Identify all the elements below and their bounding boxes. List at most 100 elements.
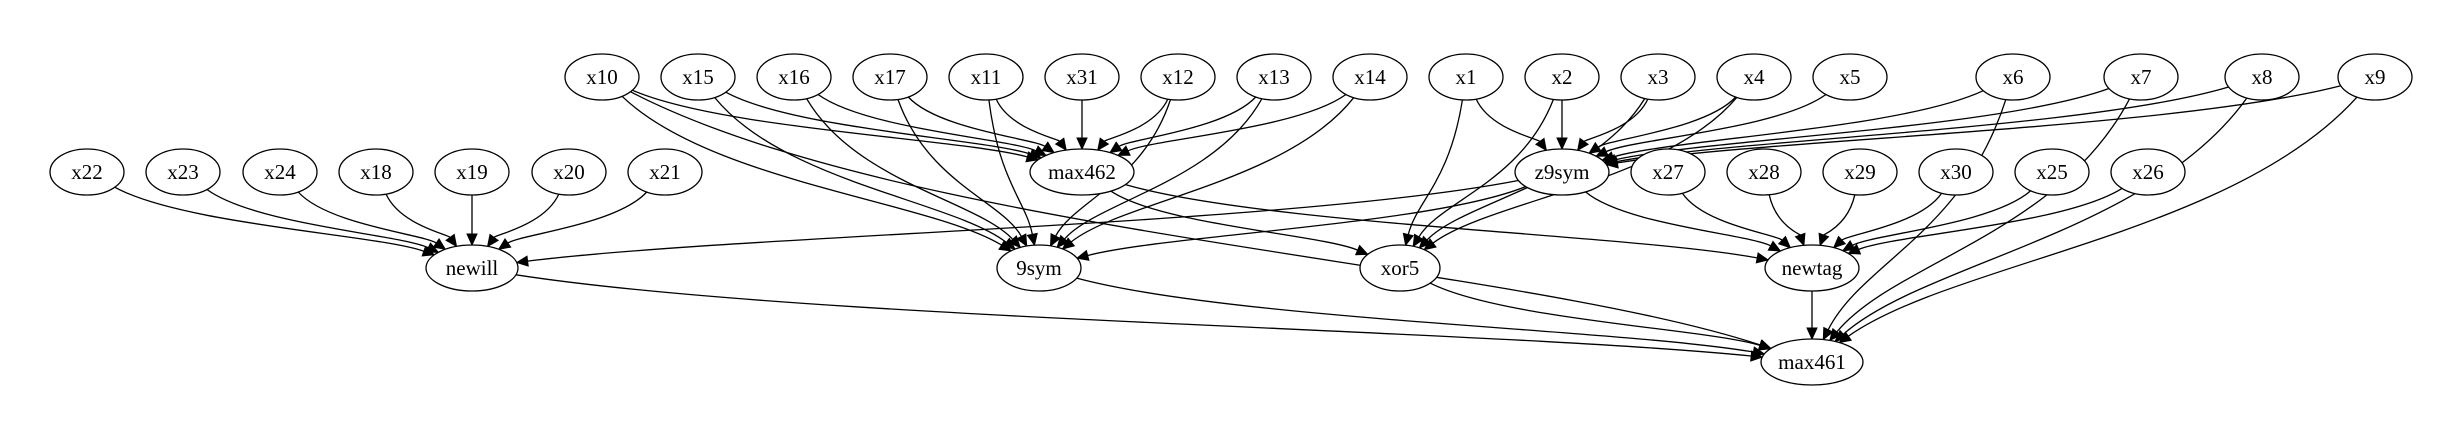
arrowhead [466, 233, 478, 247]
arrowhead [1423, 238, 1437, 251]
arrowhead [1806, 327, 1818, 341]
edge-line [385, 193, 451, 238]
node-x10: x10 [564, 53, 640, 101]
edge-x4-to-z9sym [1588, 96, 1737, 154]
arrowhead [432, 237, 447, 250]
node-shape [1716, 53, 1792, 101]
node-x18: x18 [338, 148, 414, 196]
edge-line [206, 188, 429, 249]
node-x14: x14 [1332, 53, 1408, 101]
edge-x5-to-z9sym [1595, 93, 1827, 157]
edge-line [507, 191, 648, 244]
arrowhead [1767, 240, 1782, 252]
edge-line [1858, 187, 2123, 251]
node-shape [531, 148, 607, 196]
edge-x13-to-max462 [1109, 96, 1257, 154]
node-label: x30 [1940, 160, 1972, 184]
edge-line [493, 193, 560, 238]
edge-x14-to-max462 [1116, 93, 1347, 156]
node-shape [338, 148, 414, 196]
node-x25: x25 [2014, 148, 2090, 196]
node-label: newtag [1782, 256, 1843, 280]
arrowhead [1847, 243, 1862, 255]
arrowhead [1829, 327, 1842, 342]
node-shape [660, 53, 736, 101]
node-label: x14 [1354, 65, 1386, 89]
edge-x11-to-max462 [995, 98, 1067, 152]
node-shape [1620, 53, 1696, 101]
edge-line [1585, 191, 1772, 247]
edge-line [297, 191, 437, 244]
node-label: x5 [1840, 65, 1861, 89]
node-x28: x28 [1726, 148, 1802, 196]
node-x24: x24 [242, 148, 318, 196]
arrowhead [1588, 141, 1602, 154]
edge-line [1842, 97, 2248, 335]
edge-z9sym-to-newtag [1585, 191, 1782, 252]
edge-x7-to-max461 [1829, 98, 2131, 342]
edge-x11-to-9sym [988, 99, 1038, 247]
arrowhead [1016, 233, 1028, 248]
node-shape [1812, 53, 1888, 101]
edge-line [1852, 190, 2032, 246]
edge-line [1475, 98, 1541, 142]
arrowhead [1838, 331, 1853, 344]
node-shape [2337, 53, 2413, 101]
node-label: x2 [1552, 65, 1573, 89]
edge-line [1070, 97, 1355, 243]
arrowhead [1818, 232, 1830, 247]
node-x5: x5 [1812, 53, 1888, 101]
edge-x31-to-max462 [1076, 99, 1088, 151]
node-shape [996, 244, 1082, 292]
arrowhead [1008, 235, 1022, 249]
node-shape [242, 148, 318, 196]
edge-x2-to-z9sym [1556, 100, 1568, 151]
edge-line [1848, 96, 2358, 337]
node-x22: x22 [49, 148, 125, 196]
edge-line [725, 91, 1031, 155]
arrowhead [1076, 137, 1088, 151]
edge-line [1429, 282, 1761, 347]
node-shape [1359, 244, 1441, 292]
edge-x15-to-max462 [725, 91, 1043, 160]
edge-x2-to-xor5 [1412, 99, 1555, 248]
node-shape [1975, 53, 2051, 101]
node-shape [1630, 148, 1706, 196]
node-label: x21 [649, 160, 681, 184]
node-shape [1044, 53, 1120, 101]
edge-line [1612, 90, 1984, 158]
edge-x26-to-newtag [1847, 187, 2123, 255]
arrowhead [1605, 157, 1619, 169]
node-max461: max461 [1760, 338, 1864, 386]
node-label: z9sym [1535, 160, 1590, 184]
node-label: newill [446, 256, 499, 280]
node-label: x19 [456, 160, 488, 184]
arrowhead [1757, 339, 1772, 351]
edge-max462-to-xor5 [1110, 190, 1369, 256]
arrowhead [1822, 326, 1834, 341]
node-newtag: newtag [1764, 244, 1860, 292]
node-label: x23 [167, 160, 199, 184]
node-shape [627, 148, 703, 196]
arrowhead [1794, 232, 1806, 247]
arrowhead [1576, 137, 1590, 152]
edge-x12-to-max462 [1097, 98, 1169, 152]
node-x21: x21 [627, 148, 703, 196]
edge-x14-to-9sym [1061, 97, 1355, 250]
arrowhead [1534, 137, 1548, 152]
node-shape [852, 53, 928, 101]
node-shape [2110, 148, 2186, 196]
edge-line [907, 96, 1046, 147]
edge-z9sym-to-newill [515, 179, 1519, 267]
node-x17: x17 [852, 53, 928, 101]
arrowhead [1751, 346, 1766, 358]
node-label: x3 [1648, 65, 1669, 89]
edges-layer [114, 85, 2358, 362]
arrowhead [497, 237, 512, 250]
node-label: x22 [71, 160, 103, 184]
arrowhead [1056, 234, 1070, 249]
arrowhead [1075, 249, 1090, 261]
edge-9sym-to-max461 [1076, 277, 1766, 358]
edge-line [621, 95, 1002, 246]
node-label: max461 [1778, 350, 1846, 374]
